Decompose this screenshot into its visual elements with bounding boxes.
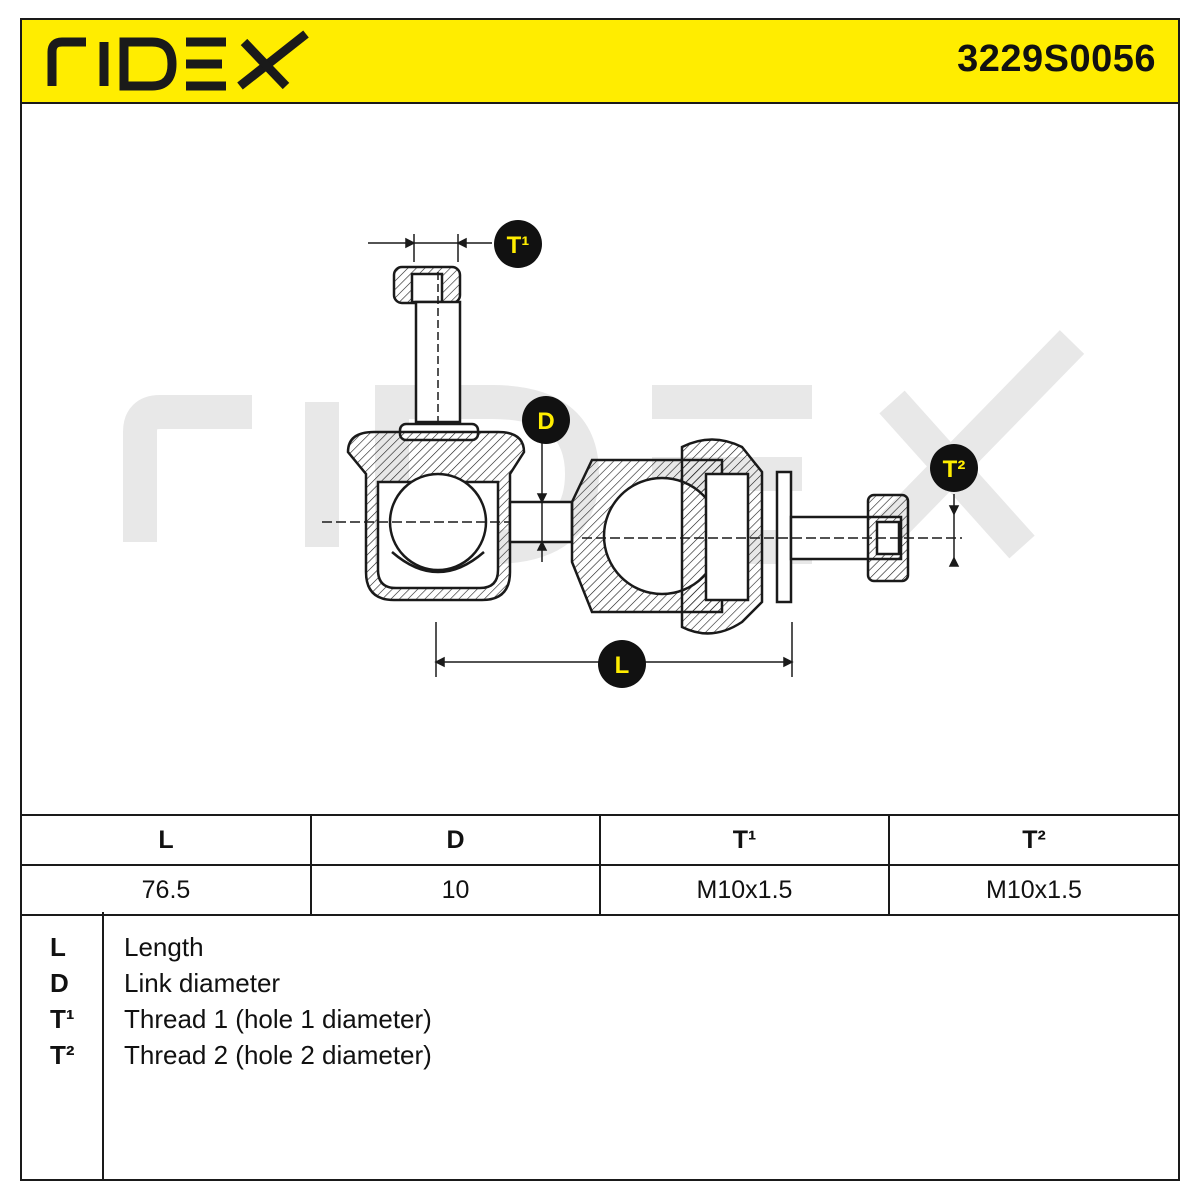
link-rod	[508, 500, 574, 544]
legend-desc: Link diameter	[124, 968, 281, 998]
spec-value-l: 76.5	[22, 864, 312, 916]
svg-text:T²: T²	[943, 456, 966, 483]
spec-header-l: L	[22, 814, 312, 866]
legend-key: T¹	[50, 1004, 75, 1034]
spec-header-d: D	[310, 814, 601, 866]
technical-drawing: T¹ D T² L	[123, 220, 1085, 688]
legend-key: T²	[50, 1040, 75, 1070]
legend-item: T¹ Thread 1 (hole 1 diameter)	[22, 1004, 1178, 1040]
svg-text:D: D	[537, 408, 554, 435]
legend-key-column	[22, 912, 104, 1179]
legend-item: D Link diameter	[22, 968, 1178, 1004]
spec-value-row: 76.5 10 M10x1.5 M10x1.5	[22, 864, 1178, 916]
legend-key: L	[50, 932, 66, 962]
label-t2: T²	[930, 444, 978, 492]
spec-header-t1: T¹	[599, 814, 890, 866]
spec-header-t2: T²	[888, 814, 1178, 866]
legend-key: D	[50, 968, 69, 998]
legend-desc: Length	[124, 932, 204, 962]
left-ball-joint	[322, 265, 552, 602]
label-d: D	[522, 396, 570, 444]
spec-header-row: L D T¹ T²	[22, 814, 1178, 866]
right-ball-joint	[570, 438, 962, 635]
legend-item: T² Thread 2 (hole 2 diameter)	[22, 1040, 1178, 1076]
spec-table: L D T¹ T² 76.5 10 M10x1.5 M10x1.5	[22, 814, 1178, 916]
legend: L Length D Link diameter T¹ Thread 1 (ho…	[22, 912, 1178, 1179]
spec-value-t1: M10x1.5	[599, 864, 890, 916]
svg-text:T¹: T¹	[507, 232, 530, 259]
label-l: L	[598, 640, 646, 688]
header-band: 3229S0056	[22, 20, 1178, 104]
legend-desc: Thread 2 (hole 2 diameter)	[124, 1040, 432, 1070]
spec-value-d: 10	[310, 864, 601, 916]
legend-desc: Thread 1 (hole 1 diameter)	[124, 1004, 432, 1034]
label-t1: T¹	[494, 220, 542, 268]
svg-text:L: L	[615, 652, 630, 679]
drawing-sheet: 3229S0056	[20, 18, 1180, 1181]
ridex-logo	[47, 30, 309, 91]
spec-value-t2: M10x1.5	[888, 864, 1178, 916]
part-number: 3229S0056	[957, 38, 1156, 80]
legend-item: L Length	[22, 932, 1178, 968]
